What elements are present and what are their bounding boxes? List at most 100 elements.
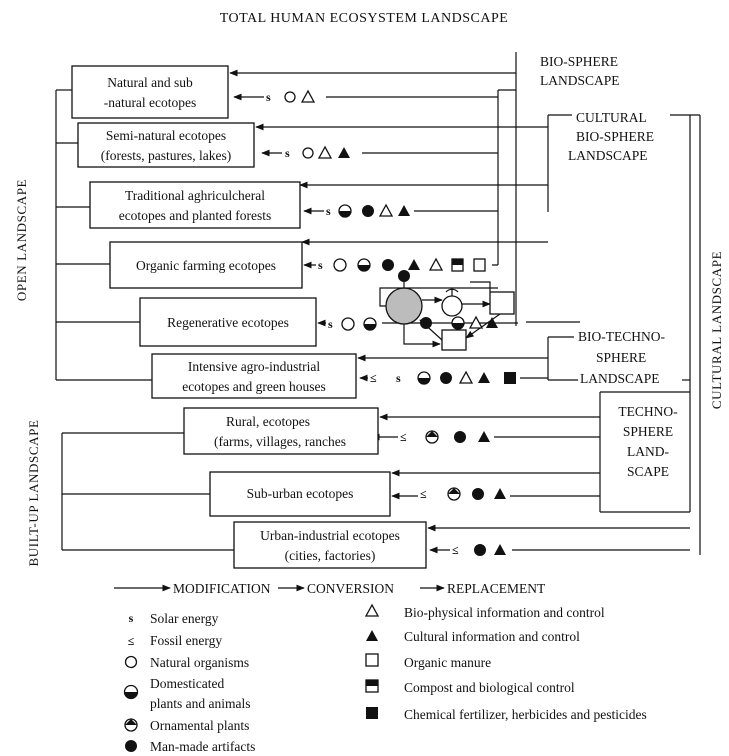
organic-symbols: s — [316, 256, 492, 274]
svg-text:TECHNO-: TECHNO- — [618, 404, 678, 419]
ecotope-urban: Urban-industrial ecotopes (cities, facto… — [233, 521, 427, 569]
ecotope-sub-urban: Sub-urban ecotopes — [209, 471, 391, 517]
chemical-icon — [366, 707, 378, 719]
ecotope-organic: Organic farming ecotopes — [109, 241, 303, 289]
ornamental-legend: Ornamental plants — [124, 718, 249, 733]
svg-text:Regenerative ecotopes: Regenerative ecotopes — [167, 315, 289, 330]
regenerative-cycle — [379, 270, 515, 351]
svg-text:Organic manure: Organic manure — [404, 655, 491, 670]
svg-text:Bio-physical information and c: Bio-physical information and control — [404, 605, 605, 620]
natural-organisms-legend: Natural organisms — [124, 655, 249, 670]
svg-text:LANDSCAPE: LANDSCAPE — [540, 73, 620, 88]
svg-text:LANDSCAPE: LANDSCAPE — [580, 371, 660, 386]
semi-natural-symbols: s — [282, 144, 362, 162]
ecotope-natural: Natural and sub -natural ecotopes — [71, 65, 229, 119]
svg-text:s: s — [318, 258, 323, 272]
legend-left: s Solar energy ≤ Fossil energy Natural o… — [123, 611, 255, 754]
svg-text:s: s — [328, 317, 333, 331]
svg-text:Ornamental plants: Ornamental plants — [150, 718, 249, 733]
rural-symbols: ≤ — [398, 428, 494, 446]
cultural-info-legend: Cultural information and control — [366, 629, 580, 644]
natural-symbols: s — [264, 88, 326, 106]
svg-text:≤: ≤ — [128, 634, 135, 648]
svg-text:BIO-TECHNO-: BIO-TECHNO- — [578, 329, 665, 344]
organic-manure-icon — [365, 653, 379, 667]
intensive-symbols: ≤ s — [368, 369, 520, 387]
svg-text:SCAPE: SCAPE — [627, 464, 669, 479]
connector-lines — [55, 52, 701, 555]
bio-techno-sphere-landscape-label: BIO-TECHNO- SPHERE LANDSCAPE — [578, 329, 665, 386]
svg-text:(farms, villages, ranches: (farms, villages, ranches — [214, 434, 346, 449]
svg-text:s: s — [326, 204, 331, 218]
flow-legend: MODIFICATION CONVERSION REPLACEMENT — [114, 581, 546, 596]
sub-urban-symbols: ≤ — [418, 485, 510, 503]
svg-text:-natural ecotopes: -natural ecotopes — [104, 95, 197, 110]
svg-text:Intensive agro-industrial: Intensive agro-industrial — [188, 359, 321, 374]
ecotope-intensive: Intensive agro-industrial ecotopes and g… — [151, 353, 357, 399]
svg-text:Traditional aghriculcheral: Traditional aghriculcheral — [125, 188, 265, 203]
svg-text:≤: ≤ — [452, 543, 459, 557]
legend-right: Bio-physical information and control Cul… — [364, 603, 647, 722]
svg-text:Sub-urban ecotopes: Sub-urban ecotopes — [247, 486, 354, 501]
svg-text:CULTURAL: CULTURAL — [576, 110, 647, 125]
cultural-info-icon — [366, 630, 378, 641]
svg-text:s: s — [285, 146, 290, 160]
man-made-legend: Man-made artifacts — [125, 739, 255, 754]
natural-organisms-icon — [124, 655, 138, 669]
biosphere-landscape-label: BIO-SPHERE LANDSCAPE — [540, 54, 620, 88]
svg-text:≤: ≤ — [400, 430, 407, 444]
chemical-legend: Chemical fertilizer, herbicides and pest… — [366, 707, 647, 722]
svg-text:SPHERE: SPHERE — [623, 424, 673, 439]
svg-text:≤: ≤ — [420, 487, 427, 501]
solar-energy-legend: s Solar energy — [129, 611, 219, 626]
svg-text:Man-made artifacts: Man-made artifacts — [150, 739, 255, 754]
svg-text:BIO-SPHERE: BIO-SPHERE — [540, 54, 618, 69]
svg-text:Compost and biological control: Compost and biological control — [404, 680, 575, 695]
urban-symbols: ≤ — [450, 541, 512, 559]
svg-text:s: s — [396, 371, 401, 385]
svg-text:Semi-natural ecotopes: Semi-natural ecotopes — [106, 128, 226, 143]
svg-text:LAND-: LAND- — [627, 444, 669, 459]
compost-legend: Compost and biological control — [365, 679, 575, 695]
svg-text:Natural and sub: Natural and sub — [107, 75, 193, 90]
organic-manure-legend: Organic manure — [365, 653, 491, 670]
svg-text:Domesticated: Domesticated — [150, 676, 224, 691]
cultural-landscape-label: CULTURAL LANDSCAPE — [709, 251, 724, 409]
svg-text:Fossil energy: Fossil energy — [150, 633, 222, 648]
diagram-title: TOTAL HUMAN ECOSYSTEM LANDSCAPE — [220, 11, 509, 26]
fossil-energy-legend: ≤ Fossil energy — [128, 633, 223, 648]
svg-text:ecotopes and planted forests: ecotopes and planted forests — [119, 208, 272, 223]
ecotope-regenerative: Regenerative ecotopes — [139, 297, 317, 347]
traditional-symbols: s — [324, 202, 414, 220]
svg-text:s: s — [129, 611, 134, 625]
svg-text:(forests, pastures, lakes): (forests, pastures, lakes) — [101, 148, 231, 163]
svg-text:SPHERE: SPHERE — [596, 350, 646, 365]
svg-text:MODIFICATION: MODIFICATION — [173, 581, 271, 596]
svg-text:plants and animals: plants and animals — [150, 696, 250, 711]
built-up-landscape-label: BUILT-UP LANDSCAPE — [26, 420, 41, 567]
svg-text:BIO-SPHERE: BIO-SPHERE — [576, 129, 654, 144]
svg-text:CONVERSION: CONVERSION — [307, 581, 394, 596]
regenerative-symbols: s — [326, 315, 382, 333]
svg-text:s: s — [266, 90, 271, 104]
cultural-biosphere-landscape-label: CULTURAL BIO-SPHERE LANDSCAPE — [568, 110, 654, 163]
svg-text:Urban-industrial ecotopes: Urban-industrial ecotopes — [260, 528, 400, 543]
svg-text:Organic farming ecotopes: Organic farming ecotopes — [136, 258, 276, 273]
svg-text:Chemical fertilizer, herbicide: Chemical fertilizer, herbicides and pest… — [404, 707, 647, 722]
svg-text:Cultural information and contr: Cultural information and control — [404, 629, 580, 644]
svg-text:(cities, factories): (cities, factories) — [285, 548, 376, 563]
domesticated-legend: Domesticated plants and animals — [123, 676, 250, 711]
ecotope-rural: Rural, ecotopes (farms, villages, ranche… — [183, 407, 379, 455]
bio-physical-legend: Bio-physical information and control — [364, 603, 605, 620]
svg-text:LANDSCAPE: LANDSCAPE — [568, 148, 648, 163]
bio-physical-icon — [364, 603, 380, 617]
svg-text:Natural organisms: Natural organisms — [150, 655, 249, 670]
techno-sphere-landscape-label: TECHNO- SPHERE LAND- SCAPE — [618, 404, 678, 479]
ecotope-traditional: Traditional aghriculcheral ecotopes and … — [89, 181, 301, 229]
open-landscape-label: OPEN LANDSCAPE — [14, 179, 29, 301]
svg-text:Solar energy: Solar energy — [150, 611, 219, 626]
svg-text:ecotopes and green houses: ecotopes and green houses — [182, 379, 326, 394]
svg-text:Rural, ecotopes: Rural, ecotopes — [226, 414, 310, 429]
svg-text:≤: ≤ — [370, 371, 377, 385]
